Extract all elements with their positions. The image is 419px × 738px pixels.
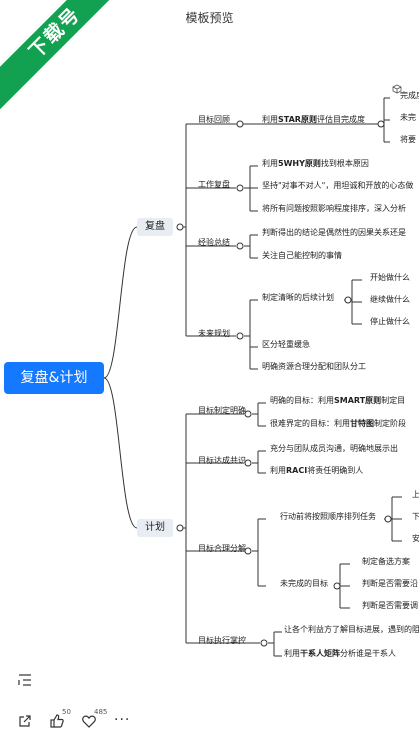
- node-work-review[interactable]: 工作复盘: [198, 180, 230, 189]
- node-work-item-2[interactable]: 坚持"对事不对人"，用坦诚和开放的心态做: [262, 181, 414, 190]
- node-action-sub-3[interactable]: 安: [412, 534, 419, 543]
- text-prefix: 利用: [270, 466, 286, 475]
- node-goal-sub-2[interactable]: 未完: [400, 113, 416, 122]
- node-execution-item-2[interactable]: 利用干系人矩阵分析谁是干系人: [284, 648, 396, 659]
- node-unfinished-sub-3[interactable]: 判断是否需要调: [362, 601, 418, 610]
- node-decompose-action[interactable]: 行动前将按照顺序排列任务: [280, 512, 376, 521]
- text-prefix: 利用: [284, 649, 300, 658]
- node-work-item-1[interactable]: 利用5WHY原则找到根本原因: [262, 158, 369, 169]
- node-decompose-unfinished[interactable]: 未完成的目标: [280, 579, 328, 588]
- node-consensus-item-1[interactable]: 充分与团队成员沟通，明确地展示出: [270, 444, 398, 453]
- node-future-sub-2[interactable]: 继续做什么: [370, 295, 410, 304]
- node-jihua[interactable]: 计划: [137, 519, 173, 537]
- node-future[interactable]: 未来规划: [198, 329, 230, 338]
- text-prefix: 明确的目标：利用: [270, 396, 334, 405]
- node-future-item-2[interactable]: 区分轻重缓急: [262, 340, 310, 349]
- mindmap-root-node[interactable]: 复盘&计划: [4, 362, 104, 394]
- text-bold: 5WHY原则: [278, 159, 321, 168]
- node-unfinished-sub-1[interactable]: 制定备选方案: [362, 557, 410, 566]
- node-goal-review-item[interactable]: 利用STAR原则评估目完成度: [262, 114, 365, 125]
- text-suffix: 将责任明确到人: [307, 466, 364, 475]
- node-decompose[interactable]: 目标合理分解: [198, 544, 246, 553]
- node-goal-clear-item-1[interactable]: 明确的目标：利用SMART原则制定目: [270, 395, 405, 406]
- node-action-sub-1[interactable]: 上: [412, 490, 419, 499]
- node-exp-item-2[interactable]: 关注自己能控制的事情: [262, 251, 342, 260]
- thumbs-up-icon[interactable]: [50, 714, 64, 728]
- text-bold: RACI: [286, 466, 308, 475]
- text-suffix: 制定阶段: [374, 419, 406, 428]
- node-exp-item-1[interactable]: 判断得出的结论是偶然性的因果关系还是: [262, 228, 406, 237]
- node-goal-sub-1[interactable]: 完成度: [400, 91, 419, 100]
- outline-icon[interactable]: [18, 673, 32, 687]
- cube-icon: [392, 84, 402, 94]
- node-future-item-3[interactable]: 明确资源合理分配和团队分工: [262, 362, 366, 371]
- node-action-sub-2[interactable]: 下: [412, 512, 419, 521]
- node-fupan[interactable]: 复盘: [137, 218, 173, 236]
- text-bold: 干系人矩阵: [300, 649, 340, 658]
- node-work-item-3[interactable]: 将所有问题按照影响程度排序，深入分析: [262, 204, 406, 213]
- text-bold: SMART原则: [334, 396, 382, 405]
- node-consensus[interactable]: 目标达成共识: [198, 456, 246, 465]
- text-suffix: 评估目完成度: [316, 115, 365, 124]
- node-experience[interactable]: 经验总结: [198, 238, 230, 247]
- heart-icon[interactable]: [82, 715, 96, 728]
- page-title: 模板预览: [185, 11, 234, 25]
- share-icon[interactable]: [18, 715, 31, 728]
- text-bold: 甘特图: [350, 419, 374, 428]
- node-goal-clear[interactable]: 目标制定明确: [198, 406, 246, 415]
- fav-count: 485: [94, 708, 108, 716]
- text-prefix: 利用: [262, 159, 278, 168]
- text-suffix: 制定目: [381, 396, 406, 405]
- node-consensus-item-2[interactable]: 利用RACI将责任明确到人: [270, 465, 363, 476]
- more-button[interactable]: ···: [114, 712, 131, 728]
- text-suffix: 找到根本原因: [320, 159, 369, 168]
- node-execution[interactable]: 目标执行掌控: [198, 636, 246, 645]
- text-prefix: 很难界定的目标：利用: [270, 419, 350, 428]
- node-goal-review[interactable]: 目标回顾: [198, 115, 230, 124]
- node-goal-sub-3[interactable]: 将要: [400, 135, 416, 144]
- text-bold: STAR原则: [278, 115, 317, 124]
- text-prefix: 利用: [262, 115, 278, 124]
- node-execution-item-1[interactable]: 让各个利益方了解目标进展，遇到的阻: [284, 625, 419, 634]
- like-count: 50: [62, 708, 71, 716]
- node-unfinished-sub-2[interactable]: 判断是否需要沿: [362, 579, 418, 588]
- text-suffix: 分析谁是干系人: [340, 649, 396, 658]
- node-future-sub-3[interactable]: 停止做什么: [370, 317, 410, 326]
- node-future-sub-1[interactable]: 开始做什么: [370, 273, 410, 282]
- node-future-plan[interactable]: 制定清晰的后续计划: [262, 293, 334, 302]
- node-goal-clear-item-2[interactable]: 很难界定的目标：利用甘特图制定阶段: [270, 418, 406, 429]
